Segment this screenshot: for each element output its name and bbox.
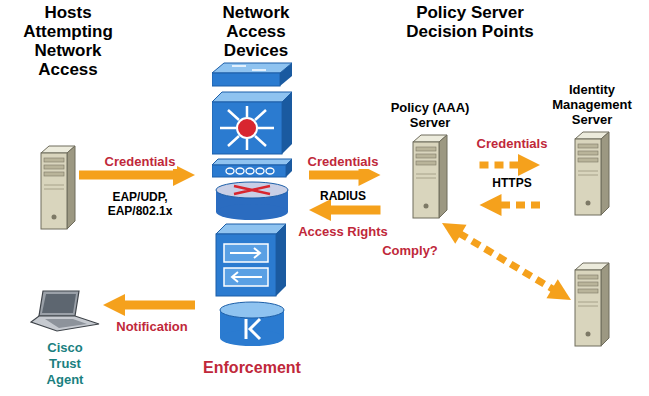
compliance-server — [571, 262, 613, 351]
node-label: Enforcement — [197, 358, 307, 377]
laptop-icon — [29, 290, 101, 336]
column-heading: Hosts Attempting Network Access — [12, 3, 124, 79]
node-label: Policy (AAA) Server — [383, 100, 478, 130]
connector-line — [329, 206, 381, 215]
identity-server: Identity Management Server — [540, 82, 644, 220]
arrow-head — [546, 279, 571, 300]
host-laptop: Cisco Trust Agent — [27, 290, 103, 388]
column-heading: Policy Server Decision Points — [390, 3, 550, 41]
protocol-label: EAP/UDP, EAP/802.1x — [82, 190, 198, 218]
edge-label: Credentials — [103, 154, 178, 169]
server-icon — [573, 262, 611, 351]
dashed-arrow — [442, 223, 571, 300]
connector-line — [309, 171, 361, 180]
edge-label: Access Rights — [296, 224, 390, 239]
edge-label: Credentials — [475, 136, 550, 151]
connector-line — [480, 162, 521, 169]
node-label: Identity Management Server — [542, 82, 642, 127]
arrow-head — [480, 194, 502, 216]
edge-label: Comply? — [380, 243, 440, 258]
network-device-stack — [212, 62, 292, 354]
dashed-arrow — [480, 194, 541, 216]
arrow-head — [442, 223, 467, 244]
access-device-stack: Enforcement — [195, 62, 309, 377]
arrow-head — [103, 294, 125, 316]
connector-line — [79, 171, 175, 180]
host-server — [37, 145, 79, 234]
flow-arrow — [103, 294, 195, 316]
dashed-arrow — [480, 154, 541, 176]
policy-server: Policy (AAA) Server — [381, 100, 480, 223]
connector-line — [459, 233, 554, 289]
connector-line — [500, 202, 541, 209]
arrow-head — [518, 154, 540, 176]
edge-label: Notification — [114, 319, 190, 334]
connector-line — [123, 301, 195, 310]
server-icon — [573, 131, 611, 220]
protocol-label: RADIUS — [308, 189, 378, 203]
edge-label: Credentials — [306, 154, 381, 169]
protocol-label: HTTPS — [482, 176, 542, 190]
node-label: Cisco Trust Agent — [34, 340, 96, 388]
server-icon — [39, 145, 77, 234]
server-icon — [411, 134, 449, 223]
column-heading: Network Access Devices — [200, 3, 312, 60]
